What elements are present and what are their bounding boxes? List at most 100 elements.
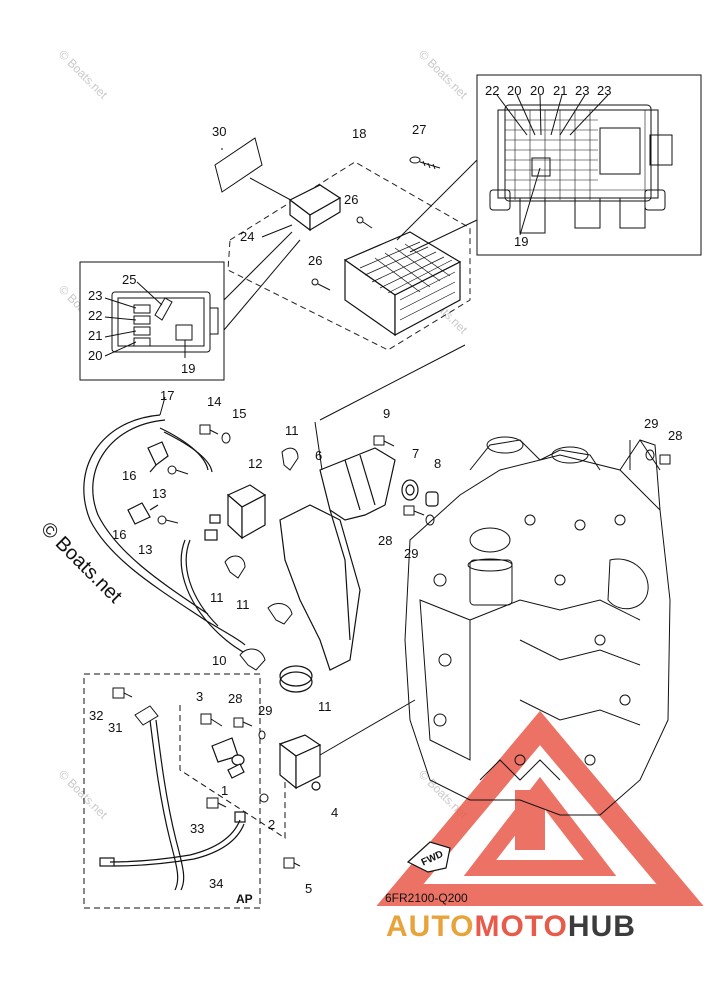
washer-29-mid[interactable] — [425, 514, 435, 526]
bolt-28-right[interactable] — [659, 454, 671, 465]
callout-13a: 13 — [152, 486, 166, 501]
sensor-16-upper[interactable] — [147, 441, 169, 473]
bolt-32[interactable] — [112, 687, 133, 699]
brand-part-auto: AUTO — [386, 910, 474, 943]
bolt-5[interactable] — [283, 857, 301, 869]
relay-12[interactable] — [204, 484, 267, 541]
grommet-7[interactable] — [401, 479, 419, 501]
inset-a-frame — [476, 74, 702, 256]
callout-26a: 26 — [344, 192, 358, 207]
callout-11a: 11 — [285, 423, 299, 438]
callout-29a: 29 — [644, 416, 658, 431]
bolt-33[interactable] — [206, 797, 227, 809]
callout-28a: 28 — [668, 428, 682, 443]
callout-18: 18 — [352, 126, 366, 141]
clip-11-upper[interactable] — [281, 447, 299, 471]
callout-7: 7 — [412, 446, 419, 461]
sensor-wire[interactable] — [180, 539, 249, 656]
cover-24[interactable] — [288, 184, 342, 232]
bolt-13-lower[interactable] — [157, 515, 179, 525]
sticker-30[interactable] — [214, 137, 263, 193]
callout-29c: 29 — [258, 703, 272, 718]
callout-30: 30 — [212, 124, 226, 139]
bolt-3[interactable] — [200, 713, 223, 727]
callout-34: 34 — [209, 876, 223, 891]
callout-inset-a-23a: 23 — [575, 83, 589, 98]
callout-28b: 28 — [378, 533, 392, 548]
callout-29b: 29 — [404, 546, 418, 561]
callout-9: 9 — [383, 406, 390, 421]
callout-28c: 28 — [228, 691, 242, 706]
callout-24: 24 — [240, 229, 254, 244]
callout-inset-a-23b: 23 — [597, 83, 611, 98]
callout-inset-b-20: 20 — [88, 348, 102, 363]
washer-29-lower[interactable] — [258, 730, 266, 740]
callout-26b: 26 — [308, 253, 322, 268]
terminal-31[interactable] — [134, 705, 159, 726]
bolt-13-upper[interactable] — [167, 465, 189, 475]
bolt-28-mid[interactable] — [403, 505, 425, 516]
callout-4: 4 — [331, 805, 338, 820]
callout-15: 15 — [232, 406, 246, 421]
callout-3: 3 — [196, 689, 203, 704]
callout-17: 17 — [160, 388, 174, 403]
callout-11b: 11 — [210, 590, 224, 605]
callout-27: 27 — [412, 122, 426, 137]
bracket-1[interactable] — [211, 737, 245, 779]
assembly-18-outline — [227, 161, 471, 351]
battery-cable-34[interactable] — [99, 719, 246, 891]
callout-inset-b-21: 21 — [88, 328, 102, 343]
brand-logo-icon — [376, 710, 704, 906]
screw-27[interactable] — [409, 156, 441, 170]
clip-11-mid[interactable] — [224, 555, 246, 579]
callout-inset-a-20b: 20 — [530, 83, 544, 98]
subassembly-outline — [179, 705, 286, 839]
ecu-unit[interactable] — [343, 231, 462, 337]
brand-wordmark: AUTOMOTOHUB — [386, 910, 636, 943]
callout-16a: 16 — [122, 468, 136, 483]
leader-lines — [314, 344, 661, 756]
callout-16b: 16 — [112, 527, 126, 542]
callout-31: 31 — [108, 720, 122, 735]
callout-2: 2 — [268, 817, 275, 832]
screw-26-upper[interactable] — [356, 216, 373, 229]
callout-inset-b-23: 23 — [88, 288, 102, 303]
callout-inset-b-19: 19 — [181, 361, 195, 376]
collar-8[interactable] — [425, 491, 439, 507]
callout-inset-b-25: 25 — [122, 272, 136, 287]
callout-inset-a-21: 21 — [553, 83, 567, 98]
callout-inset-b-22: 22 — [88, 308, 102, 323]
callout-inset-a-20a: 20 — [507, 83, 521, 98]
bolt-28-lower[interactable] — [233, 717, 253, 728]
engine-block — [404, 436, 671, 816]
callout-11c: 11 — [236, 597, 250, 612]
clip-11-lower[interactable] — [267, 602, 293, 625]
callout-32: 32 — [89, 708, 103, 723]
callout-6: 6 — [315, 448, 322, 463]
callout-1: 1 — [221, 783, 228, 798]
ap-label: AP — [236, 892, 253, 906]
callout-10: 10 — [212, 653, 226, 668]
relay-4[interactable] — [278, 734, 322, 791]
callout-inset-a-22: 22 — [485, 83, 499, 98]
callout-33: 33 — [190, 821, 204, 836]
wire-17[interactable] — [83, 414, 246, 646]
watermark: © Boats.net — [56, 767, 111, 822]
callout-13b: 13 — [138, 542, 152, 557]
bracket-6[interactable] — [279, 447, 396, 671]
callout-8: 8 — [434, 456, 441, 471]
clamp-11-ring[interactable] — [279, 665, 313, 693]
clamp-10[interactable] — [239, 648, 266, 671]
ap-box — [83, 673, 261, 909]
washer-15[interactable] — [221, 432, 231, 444]
fwd-arrow-icon: FWD — [406, 841, 451, 873]
sensor-16-lower[interactable] — [127, 502, 159, 525]
screw-26-lower[interactable] — [311, 278, 331, 291]
bolt-14[interactable] — [199, 424, 219, 435]
bolt-9[interactable] — [373, 435, 395, 447]
brand-part-moto: MOTO — [474, 910, 567, 943]
bolt-2[interactable] — [259, 793, 269, 803]
callout-11d: 11 — [318, 699, 332, 714]
